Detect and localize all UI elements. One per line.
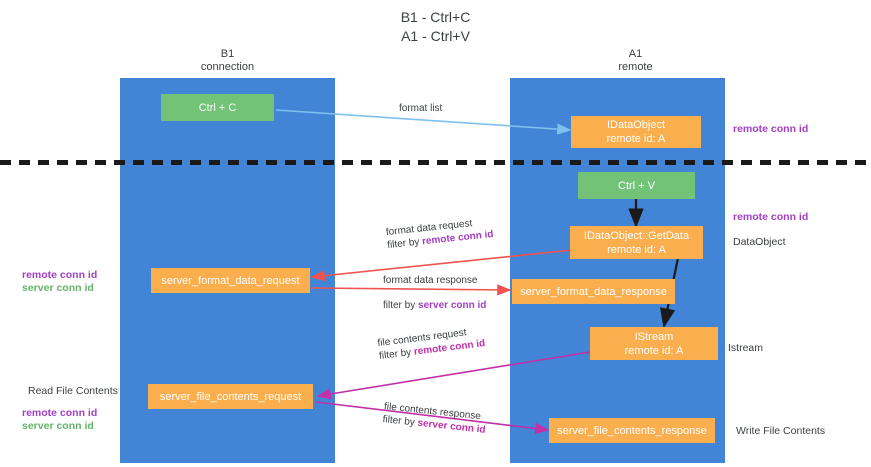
anno-right-remote-conn-mid: remote conn id [733,211,809,223]
node-getdata-label: IDataObject::GetData [583,229,690,242]
anno-left-remote-conn-id: remote conn id [22,269,98,281]
node-server-format-data-request[interactable]: server_format_data_request [151,268,310,293]
edge-label-format-data-response-line2: filter by server conn id [383,300,487,311]
node-getdata-sub: remote id: A [607,243,666,256]
edge-label-format-list-line1: format list [399,103,443,114]
lane-a1-title: A1 remote [618,48,653,73]
node-server-format-data-request-label: server_format_data_request [161,274,300,287]
edge-label-format-data-response-line1: format data response [383,275,478,286]
anno-right-remote-conn-top: remote conn id [733,123,809,135]
node-server-file-contents-response[interactable]: server_file_contents_response [549,418,715,443]
node-server-file-contents-request-label: server_file_contents_request [159,390,302,403]
edge-label-format-data-request: format data request filter by remote con… [385,215,494,252]
anno-left-server-conn-id: server conn id [22,282,94,294]
anno-left-server-conn-id-2: server conn id [22,420,94,432]
node-server-file-contents-request[interactable]: server_file_contents_request [148,384,313,409]
edge-key-server-conn-id: server conn id [418,300,487,311]
anno-right-istream: Istream [728,342,764,354]
node-ctrl-c-label: Ctrl + C [198,101,237,114]
anno-left-remote-conn-id-2: remote conn id [22,407,98,419]
node-istream[interactable]: IStream remote id: A [590,327,718,360]
node-istream-label: IStream [634,330,674,343]
node-idataobject[interactable]: IDataObject remote id: A [571,116,701,148]
node-server-file-contents-response-label: server_file_contents_response [557,424,707,437]
section-divider [0,160,871,165]
node-idataobject-label: IDataObject [606,119,666,131]
node-ctrl-v-label: Ctrl + V [618,179,655,192]
node-istream-sub: remote id: A [624,344,684,357]
node-ctrl-c[interactable]: Ctrl + C [161,94,274,121]
edge-label-format-data-response: format data response filter by server co… [383,274,486,312]
node-server-format-data-response[interactable]: server_format_data_response [512,279,675,304]
anno-right-dataobject: DataObject [733,236,786,248]
edge-label-file-contents-request: file contents request filter by remote c… [377,324,486,363]
lane-b1-title: B1 connection [200,48,255,73]
page-title: B1 - Ctrl+C A1 - Ctrl+V [400,9,471,44]
node-ctrl-v[interactable]: Ctrl + V [578,172,695,199]
node-getdata[interactable]: IDataObject::GetData remote id: A [570,226,703,259]
anno-right-write-file-contents: Write File Contents [736,425,826,437]
anno-left-read-file-contents: Read File Contents [28,385,118,397]
edge-label-file-contents-response: file contents response filter by server … [382,400,488,437]
edge-label-format-list: format list [399,102,442,115]
node-idataobject-sub: remote id: A [606,133,666,145]
node-server-format-data-response-label: server_format_data_response [520,285,667,298]
